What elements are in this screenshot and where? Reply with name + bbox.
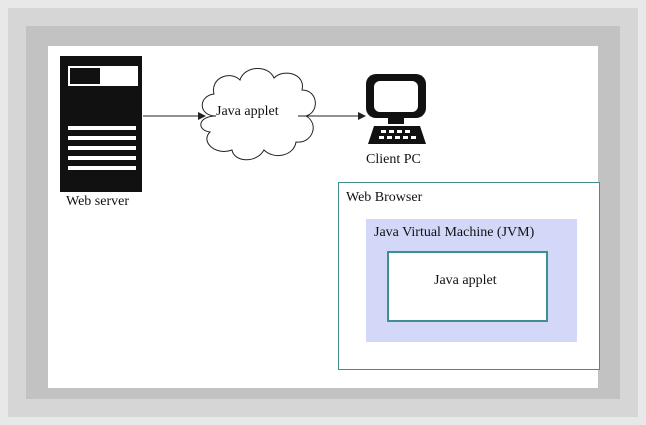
diagram-canvas: Java applet Web server Client PC Web Bro… [48, 46, 600, 388]
web-browser-label: Web Browser [346, 190, 423, 205]
cloud-label: Java applet [216, 104, 279, 119]
client-pc-label: Client PC [366, 152, 421, 167]
web-server-label: Web server [66, 194, 130, 209]
jvm-label: Java Virtual Machine (JVM) [374, 225, 535, 240]
arrow-server-to-cloud [143, 112, 206, 120]
java-applet-label: Java applet [434, 273, 497, 288]
client-pc-icon [366, 74, 426, 144]
java-applet-box [387, 251, 548, 322]
diagram-svg [60, 56, 426, 192]
arrow-cloud-to-client [298, 112, 366, 120]
web-server-icon [60, 56, 142, 192]
